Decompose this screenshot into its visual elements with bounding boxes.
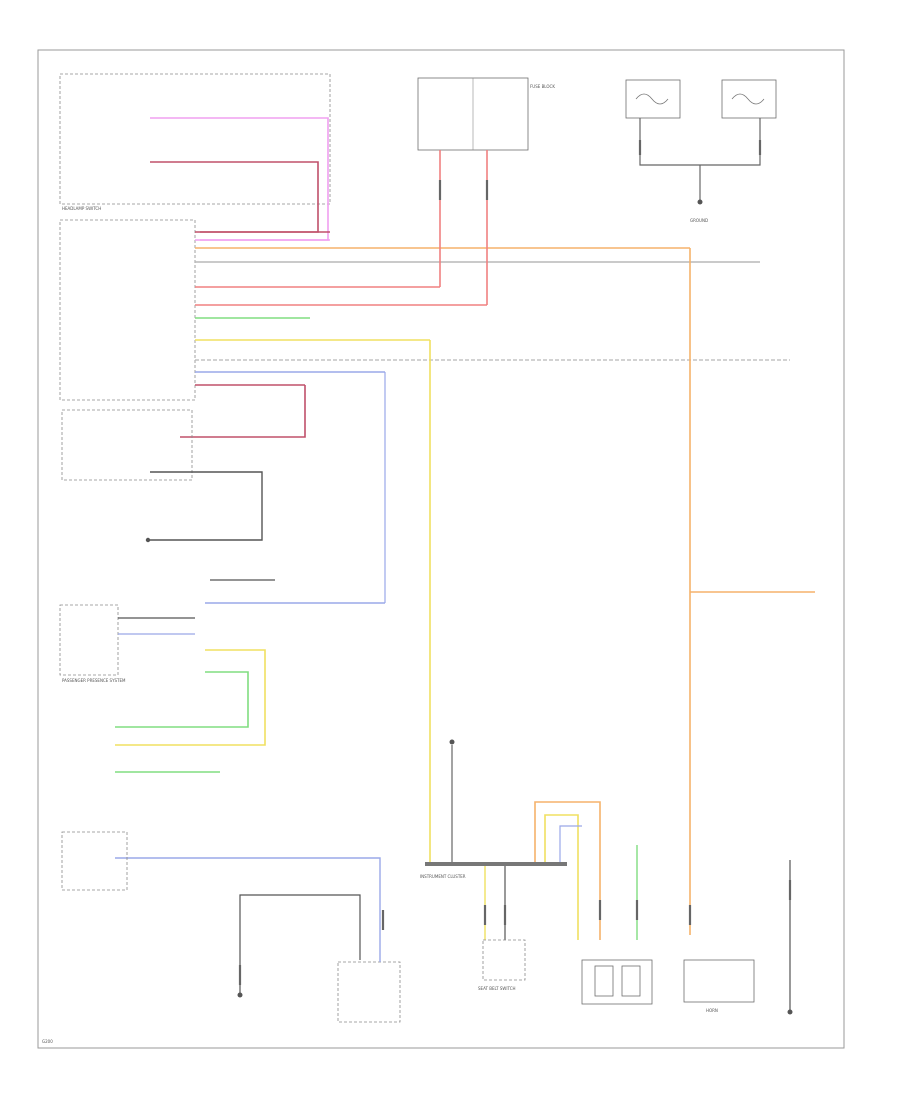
seat-belt-switch-label: SEAT BELT SWITCH — [478, 986, 516, 991]
passenger-presence-label: PASSENGER PRESENCE SYSTEM — [62, 678, 126, 683]
horn-label: HORN — [706, 1008, 718, 1013]
bus-orange-wire — [534, 801, 601, 940]
ground-icon-2 — [145, 537, 151, 543]
right-lamp-filament-icon — [731, 93, 765, 105]
left-harness-rows — [195, 231, 790, 386]
headlamp-switch-box — [59, 73, 331, 205]
center-ground-icon — [449, 739, 455, 745]
horn-box — [683, 959, 755, 1003]
page-id-label: G200 — [42, 1039, 53, 1044]
left-harness-box — [59, 219, 196, 401]
airbag-indicator-box — [581, 959, 653, 1005]
left-lamp-filament-icon — [635, 93, 669, 105]
seat-belt-switch-box — [482, 939, 526, 981]
left-lamp-box — [625, 79, 681, 119]
bottom-left-wire — [239, 894, 361, 960]
lamp-ground-icon — [697, 199, 703, 205]
dark-red-wire-1 — [150, 161, 319, 233]
bus-blue-wire — [559, 825, 582, 862]
dark-red-wire-2 — [180, 385, 306, 438]
yellow-loop — [115, 649, 266, 746]
bottom-switch-box — [337, 961, 401, 1023]
lower-switch-box — [61, 409, 193, 481]
passenger-presence-box — [59, 604, 119, 676]
indicator-lamp-1 — [594, 965, 614, 997]
headlamp-switch-label: HEADLAMP SWITCH — [62, 206, 101, 211]
rear-switch-box — [61, 831, 128, 891]
right-lamp-box — [721, 79, 777, 119]
connector-marks — [238, 140, 792, 985]
black-loop-wire — [150, 471, 263, 541]
diagram-frame — [37, 49, 845, 1049]
fuse-block-label: FUSE BLOCK — [530, 84, 555, 89]
green-loop — [115, 671, 249, 728]
bus-label: INSTRUMENT CLUSTER — [420, 874, 466, 879]
horn-ground-icon — [787, 1009, 793, 1015]
junction-bus — [425, 862, 567, 866]
bottom-left-ground-icon — [237, 992, 243, 998]
indicator-lamp-2 — [621, 965, 641, 997]
bus-yellow-wire — [544, 814, 579, 940]
bottom-blue-wire — [115, 857, 381, 962]
pink-wire — [150, 117, 329, 241]
lamp-ground-wire — [639, 118, 761, 166]
lamp-ground-label: GROUND — [690, 218, 708, 223]
